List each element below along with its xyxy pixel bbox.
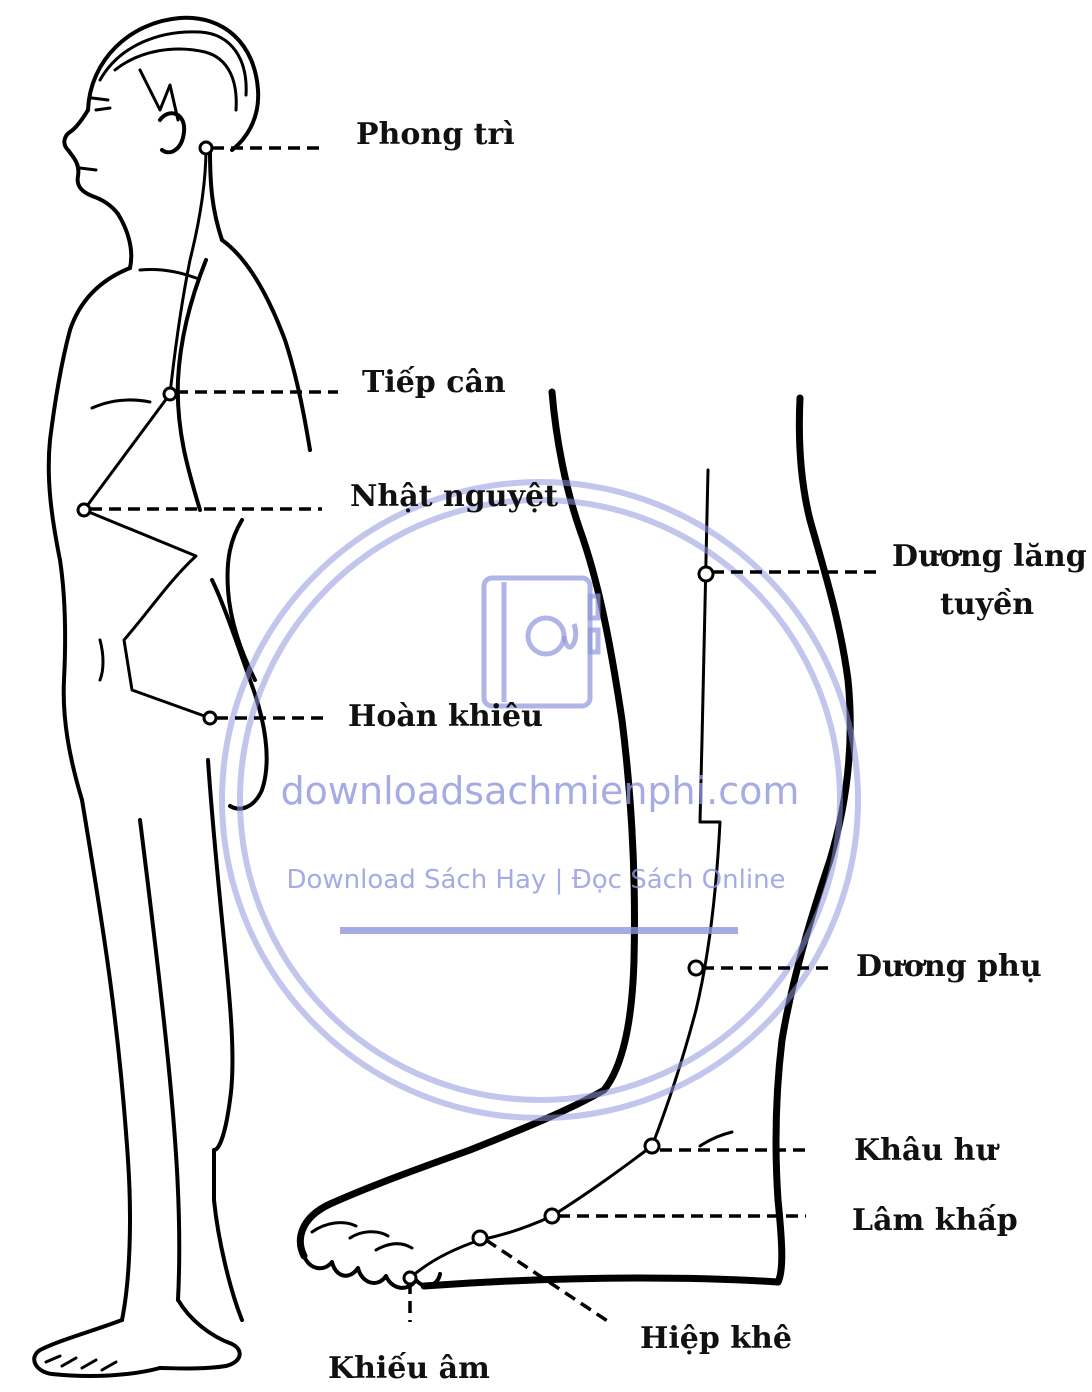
point-phong-tri xyxy=(200,142,212,154)
point-hiep-khe xyxy=(473,1231,487,1245)
point-khau-hu xyxy=(645,1139,659,1153)
gallbladder-meridian-body xyxy=(84,148,210,718)
point-labels: Phong trì Tiếp cân Nhật nguyệt Hoàn khiê… xyxy=(328,117,1087,1386)
point-duong-lang xyxy=(699,567,713,581)
point-duong-phu xyxy=(689,961,703,975)
label-phong-tri: Phong trì xyxy=(356,117,515,152)
label-khau-hu: Khâu hư xyxy=(854,1133,1000,1168)
point-lam-khap xyxy=(545,1209,559,1223)
label-duong-phu: Dương phụ xyxy=(856,949,1042,984)
gallbladder-meridian-foot xyxy=(410,1146,652,1278)
label-khieu-am: Khiếu âm xyxy=(328,1351,490,1386)
point-hoan-khieu xyxy=(204,712,216,724)
book-at-icon xyxy=(484,578,598,706)
standing-figure xyxy=(34,18,310,1376)
label-lam-khap: Lâm khấp xyxy=(852,1203,1018,1238)
label-duong-lang-line2: tuyền xyxy=(940,587,1034,622)
point-khieu-am xyxy=(404,1272,416,1284)
label-duong-lang-line1: Dương lăng xyxy=(892,539,1087,574)
watermark-site: downloadsachmienphi.com xyxy=(281,769,800,813)
point-tiep-can xyxy=(164,388,176,400)
point-nhat-nguyet xyxy=(78,504,90,516)
watermark: downloadsachmienphi.com Download Sách Ha… xyxy=(222,482,858,1118)
label-tiep-can: Tiếp cân xyxy=(362,365,506,400)
label-nhat-nguyet: Nhật nguyệt xyxy=(350,479,558,514)
watermark-divider xyxy=(340,927,738,934)
watermark-tagline: Download Sách Hay | Đọc Sách Online xyxy=(286,865,785,895)
label-hiep-khe: Hiệp khê xyxy=(640,1321,792,1356)
label-hoan-khieu: Hoàn khiêu xyxy=(348,699,543,734)
